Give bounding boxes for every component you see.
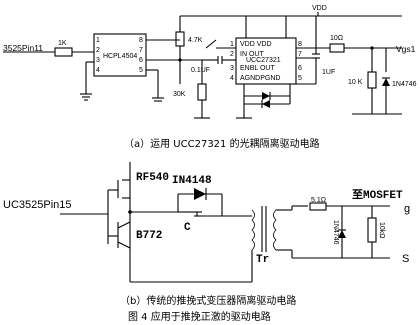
svg-text:3: 3 xyxy=(230,65,234,72)
transformer-label: Tr xyxy=(256,254,269,266)
svg-text:5: 5 xyxy=(298,75,302,82)
resistor-gate-a xyxy=(329,43,345,53)
vdd-label: VDD xyxy=(312,5,327,12)
caption-a: （a）运用 UCC27321 的光耦隔离驱动电路 xyxy=(124,137,320,150)
caption-b: （b）传统的推挽式变压器隔离驱动电路 xyxy=(120,294,296,307)
resistor-4k7 xyxy=(175,31,185,47)
ic-pin-gnd: AGNDPGND xyxy=(240,75,280,82)
r-lower-label: 30K xyxy=(173,91,186,98)
input-label-b: UC3525Pin15 xyxy=(3,199,72,211)
circuit-b: UC3525Pin15 RF540 B772 IN4148 C xyxy=(3,162,410,283)
svg-text:6: 6 xyxy=(139,57,143,64)
gate-label: g xyxy=(404,203,410,215)
output-label-a: Vgs1 xyxy=(396,44,416,54)
resistor-gs-a xyxy=(367,71,377,89)
optocoupler-hcpl4504 xyxy=(93,33,147,77)
circuit-a: 3525Pin11 1K HCPL4504 1 2 3 4 8 7 6 5 4.7K 3… xyxy=(3,5,417,119)
svg-text:7: 7 xyxy=(298,51,302,58)
figure-title: 图 4 应用于推挽正激的驱动电路 xyxy=(128,310,271,323)
source-label: S xyxy=(402,253,409,265)
optocoupler-label: HCPL4504 xyxy=(103,53,137,60)
resistor-r-in xyxy=(54,47,73,57)
q-bottom-label: B772 xyxy=(136,230,162,242)
resistor-gs-b xyxy=(367,217,377,243)
ic-pin-in: IN OUT xyxy=(240,51,264,58)
r-gs-b-label: 10kΩ xyxy=(378,222,385,239)
ic-pin-top: VDD VDD xyxy=(240,41,272,48)
zener-a-label: 1N4746 xyxy=(392,81,417,88)
to-mosfet-label: 至MOSFET xyxy=(352,188,403,202)
r-in-label: 1K xyxy=(58,40,67,47)
svg-text:6: 6 xyxy=(298,65,302,72)
svg-text:2: 2 xyxy=(96,47,100,54)
resistor-30k xyxy=(197,83,207,101)
r-pullup-label: 4.7K xyxy=(188,37,203,44)
resistor-gate-b xyxy=(309,202,327,211)
ic-pin-enbl: ENBL OUT xyxy=(240,65,275,72)
ic-ucc27321 xyxy=(235,37,297,85)
cap-right-label: 1UF xyxy=(322,69,335,76)
svg-text:2: 2 xyxy=(230,51,234,58)
input-label-a: 3525Pin11 xyxy=(3,43,43,53)
svg-text:4: 4 xyxy=(230,75,234,82)
diode-b-label: IN4148 xyxy=(172,175,212,187)
svg-text:7: 7 xyxy=(139,47,143,54)
zener-b-label: 1N4746 xyxy=(332,220,339,245)
svg-text:8: 8 xyxy=(298,41,302,48)
svg-text:5: 5 xyxy=(139,67,143,74)
ic-name: UCC27321 xyxy=(246,57,281,64)
svg-text:4: 4 xyxy=(96,67,100,74)
cap-left-label: 0.1UF xyxy=(191,67,210,74)
cap-b-label: C xyxy=(184,222,191,234)
r-gs-a-label: 10 K xyxy=(348,79,363,86)
svg-text:1: 1 xyxy=(96,37,100,44)
svg-text:1: 1 xyxy=(230,41,234,48)
svg-text:8: 8 xyxy=(139,37,143,44)
q-top-label: RF540 xyxy=(136,172,169,184)
r-gate-b-label: 5.1Ω xyxy=(311,197,326,204)
svg-text:3: 3 xyxy=(96,57,100,64)
r-gate-a-label: 10Ω xyxy=(330,35,343,42)
